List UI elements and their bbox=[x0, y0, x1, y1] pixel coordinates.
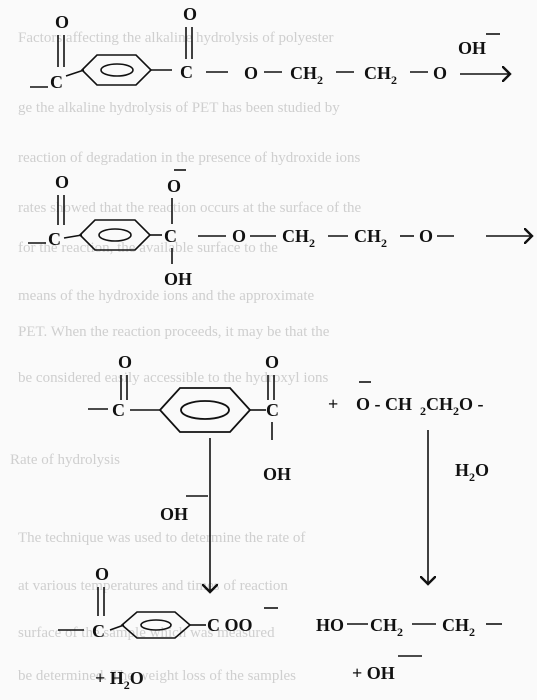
step1-ch2-a: CH2 bbox=[290, 63, 323, 87]
step4-glycol-ch2-a: CH2 bbox=[370, 615, 403, 639]
bleed-line: for the reaction, the available surface … bbox=[18, 240, 278, 256]
bleed-line: be determined. The weight loss of the sa… bbox=[18, 668, 296, 684]
step4-carbonyl-o-left: O bbox=[95, 564, 109, 584]
bleed-through-text: means of the hydroxide ions and the appr… bbox=[0, 288, 537, 305]
bleed-through-text: The technique was used to determine the … bbox=[0, 530, 537, 547]
bleed-line: reaction of degradation in the presence … bbox=[18, 150, 361, 166]
bleed-line: The technique was used to determine the … bbox=[18, 530, 306, 546]
step3-water-reagent: H2O bbox=[455, 460, 489, 484]
bleed-line: rates showed that the reaction occurs at… bbox=[18, 200, 362, 216]
bleed-through-text: surface of the sample which was measured bbox=[0, 625, 537, 642]
bleed-through-text: reaction of degradation in the presence … bbox=[0, 150, 537, 167]
step2-ch2-b: CH2 bbox=[354, 226, 387, 250]
step1-hydroxide-reagent: OH bbox=[458, 38, 486, 58]
bleed-line: Factors affecting the alkaline hydrolysi… bbox=[18, 30, 334, 46]
bleed-through-text: be determined. The weight loss of the sa… bbox=[0, 668, 537, 685]
step4-hydroxide-product: + OH bbox=[352, 663, 395, 683]
step1-pet-chain: O C O C O CH2 CH2 O OH bbox=[30, 4, 510, 92]
bleed-through-text: Factors affecting the alkaline hydrolysi… bbox=[0, 30, 537, 47]
step3-c-right: C bbox=[266, 400, 279, 420]
bleed-through-text: PET. When the reaction proceeds, it may … bbox=[0, 324, 537, 341]
step1-benzene-ring bbox=[80, 54, 153, 86]
step2-ester-o: O bbox=[232, 226, 246, 246]
step2-ether-o: O bbox=[419, 226, 433, 246]
bleed-line: be considered easily accessible to the h… bbox=[18, 370, 329, 386]
step3-carbonyl-o-right: O bbox=[265, 352, 279, 372]
step3-benzene-ring bbox=[158, 387, 252, 433]
step4-final-products: O C C OO + H2O HO CH2 CH2 + OH bbox=[58, 564, 502, 692]
step1-carbonyl-o-left: O bbox=[55, 12, 69, 32]
step4-glycol-ch2-b: CH2 bbox=[442, 615, 475, 639]
step4-carboxylate: C OO bbox=[207, 615, 253, 635]
bleed-through-text: Rate of hydrolysis bbox=[0, 452, 537, 469]
bleed-through-text: ge the alkaline hydrolysis of PET has be… bbox=[0, 100, 537, 117]
step3-carbonyl-o-left: O bbox=[118, 352, 132, 372]
bleed-through-text: be considered easily accessible to the h… bbox=[0, 370, 537, 387]
step2-c-right: C bbox=[164, 226, 177, 246]
step2-benzene-ring bbox=[78, 219, 152, 251]
step2-ch2-a: CH2 bbox=[282, 226, 315, 250]
bleed-line: PET. When the reaction proceeds, it may … bbox=[18, 324, 330, 340]
bleed-through-text: for the reaction, the available surface … bbox=[0, 240, 537, 257]
step1-ether-o: O bbox=[433, 63, 447, 83]
bleed-through-text: rates showed that the reaction occurs at… bbox=[0, 200, 537, 217]
step2-carbonyl-o-left: O bbox=[55, 172, 69, 192]
bleed-line: means of the hydroxide ions and the appr… bbox=[18, 288, 315, 304]
step3-c-left: C bbox=[112, 400, 125, 420]
step3-hydroxide-reagent: OH bbox=[160, 504, 188, 524]
step4-glycol-ho: HO bbox=[316, 615, 344, 635]
step1-carbonyl-o-right: O bbox=[183, 4, 197, 24]
step1-ch2-b: CH2 bbox=[364, 63, 397, 87]
step1-c-right: C bbox=[180, 62, 193, 82]
step4-benzene-ring bbox=[120, 611, 192, 639]
bleed-through-text: at various temperatures and times of rea… bbox=[0, 578, 537, 595]
step2-c-left: C bbox=[48, 229, 61, 249]
step2-hydroxyl: OH bbox=[164, 269, 192, 289]
bleed-line: at various temperatures and times of rea… bbox=[18, 578, 288, 594]
bleed-line: surface of the sample which was measured bbox=[18, 625, 275, 641]
bleed-line: ge the alkaline hydrolysis of PET has be… bbox=[18, 100, 340, 116]
step4-water-product: + H2O bbox=[95, 668, 144, 692]
step3-hydroxyl: OH bbox=[263, 464, 291, 484]
step4-c-left: C bbox=[92, 621, 105, 641]
step3-plus: + bbox=[328, 394, 338, 414]
bleed-line: Rate of hydrolysis bbox=[10, 452, 120, 468]
step1-ester-o: O bbox=[244, 63, 258, 83]
step2-tetrahedral-intermediate: O C O C OH O CH2 CH2 O bbox=[28, 169, 532, 289]
step2-o-minus: O bbox=[167, 176, 181, 196]
step1-c-left: C bbox=[50, 72, 63, 92]
